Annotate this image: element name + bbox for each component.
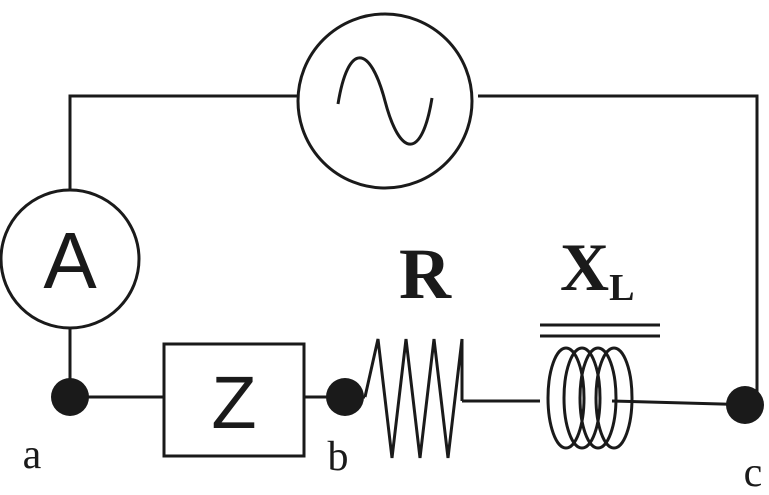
node-b (326, 378, 364, 416)
coil-loop (578, 346, 618, 450)
coil-loop (594, 346, 634, 450)
ammeter-label: A (43, 216, 97, 305)
ac-source (296, 12, 474, 190)
node-a (51, 378, 89, 416)
impedance-box: Z (162, 342, 306, 458)
wire-top-left (68, 94, 298, 190)
ammeter: A (0, 188, 141, 330)
resistor-label: R (399, 234, 452, 314)
coil-loop (546, 346, 586, 450)
node-c (726, 386, 764, 424)
resistor-zigzag (363, 338, 464, 459)
impedance-rect (162, 342, 306, 458)
impedance-label: Z (211, 361, 256, 444)
inductor-label: XL (560, 229, 634, 309)
node-a-label: a (23, 432, 42, 478)
inductor: XL (540, 229, 660, 450)
node-b-label: b (328, 434, 349, 480)
wire-top-right (478, 94, 759, 395)
coil-loop (562, 346, 602, 450)
resistor: R (363, 234, 464, 459)
sine-wave-icon (336, 56, 434, 146)
inductor-coil (546, 346, 634, 450)
node-c-label: c (744, 450, 763, 495)
